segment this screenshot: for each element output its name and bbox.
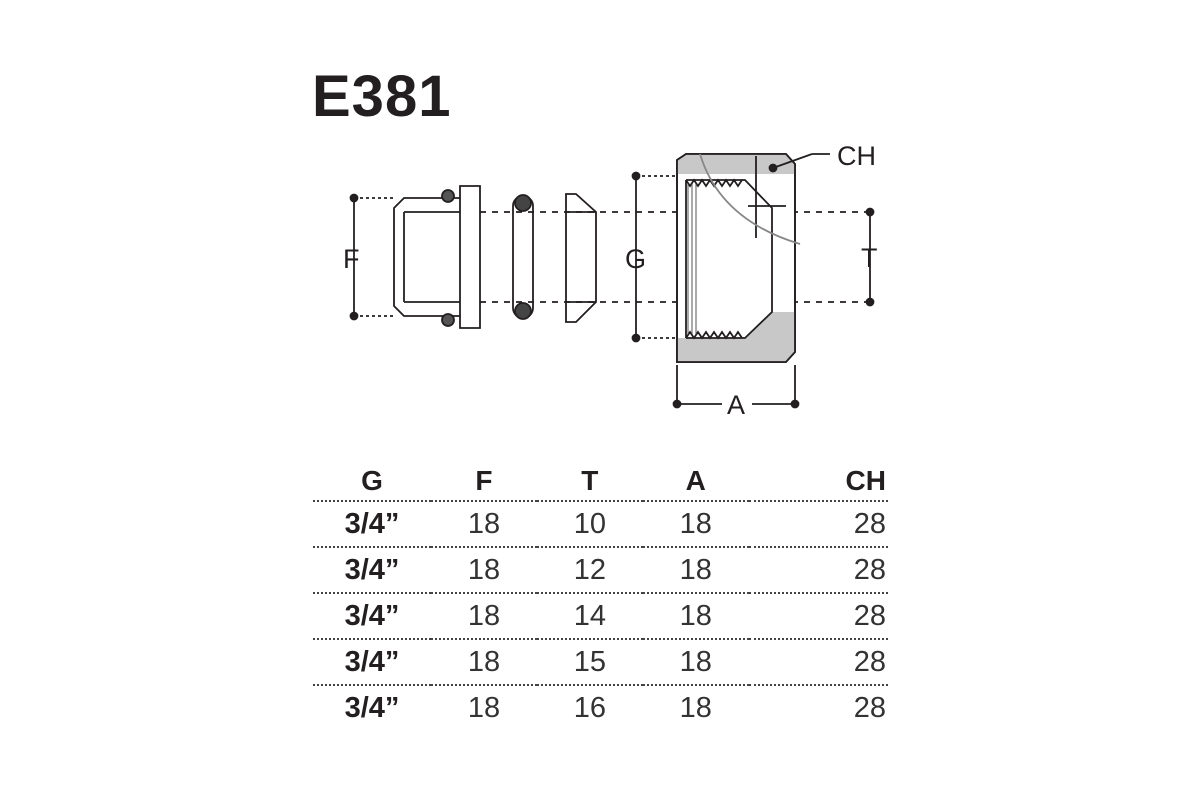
label-CH: CH — [837, 141, 876, 171]
table-row: 3/4” 18 12 18 28 — [313, 547, 888, 594]
header-T: T — [536, 462, 643, 502]
cell-F: 18 — [431, 547, 537, 594]
label-T: T — [861, 243, 878, 273]
cell-T: 16 — [573, 691, 606, 724]
header-G: G — [313, 462, 431, 502]
header-A: A — [642, 462, 749, 502]
label-G: G — [625, 244, 646, 274]
table-header-row: G F T A CH — [313, 462, 888, 502]
cell-CH: 28 — [748, 501, 888, 548]
cell-T: 14 — [536, 593, 643, 640]
cell-F: 18 — [467, 691, 501, 724]
cell-CH: 28 — [853, 691, 886, 724]
table-row: 3/4” 18 15 18 28 — [313, 639, 888, 686]
dimension-F — [349, 193, 394, 321]
cell-T: 15 — [536, 639, 643, 686]
table-row: 3/4” 18 14 18 28 — [313, 593, 888, 640]
label-A: A — [727, 390, 745, 420]
header-CH: CH — [748, 462, 888, 502]
dimension-T — [865, 207, 875, 307]
header-F: F — [431, 462, 537, 502]
cell-A: 18 — [642, 547, 749, 594]
cell-F: 18 — [431, 501, 537, 548]
table-row: 3/4” 18 10 18 28 — [313, 501, 888, 548]
cell-A: 18 — [642, 501, 749, 548]
cell-G: 3/4” — [344, 691, 400, 724]
tailpiece-part — [393, 185, 481, 329]
cell-G: 3/4” — [313, 593, 431, 640]
cell-T: 10 — [536, 501, 643, 548]
cell-CH: 28 — [748, 593, 888, 640]
cell-F: 18 — [431, 639, 537, 686]
cell-A: 18 — [679, 691, 712, 724]
dimension-CH — [768, 153, 830, 173]
dimension-G — [631, 171, 678, 343]
label-F: F — [343, 244, 360, 274]
cell-G: 3/4” — [313, 639, 431, 686]
product-code-title: E381 — [312, 64, 452, 129]
cell-A: 18 — [642, 593, 749, 640]
dimensions-table: G F T A CH 3/4” 18 10 18 28 3/4” 18 12 1… — [313, 462, 888, 730]
cell-G: 3/4” — [313, 547, 431, 594]
dimension-A — [672, 365, 800, 409]
cell-F: 18 — [431, 593, 537, 640]
cell-CH: 28 — [748, 639, 888, 686]
table-row: 3/4” 18 16 18 28 — [313, 685, 888, 730]
hex-nut-part — [676, 153, 801, 363]
cell-G: 3/4” — [313, 501, 431, 548]
cell-CH: 28 — [748, 547, 888, 594]
cell-A: 18 — [642, 639, 749, 686]
o-ring-part — [512, 194, 534, 320]
cell-T: 12 — [536, 547, 643, 594]
